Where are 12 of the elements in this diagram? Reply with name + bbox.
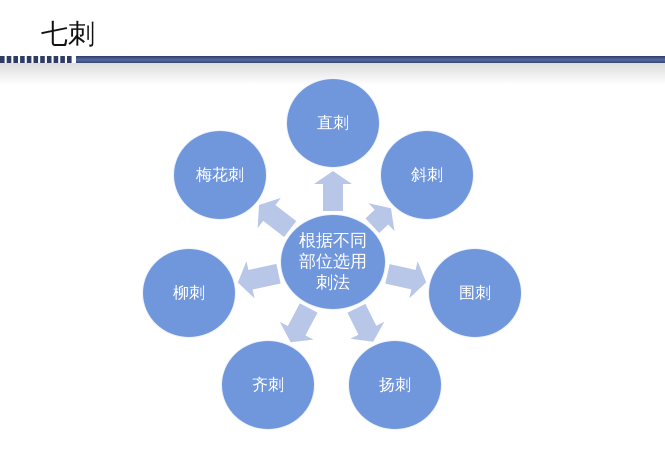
block-arrow: [314, 171, 352, 211]
node-label: 梅花刺: [196, 165, 244, 185]
block-arrow: [385, 261, 428, 298]
node-label: 斜刺: [411, 165, 443, 185]
node-label: 齐刺: [252, 375, 284, 395]
node-label: 围刺: [459, 283, 491, 303]
block-arrow: [236, 261, 281, 298]
node-label: 直刺: [317, 113, 349, 133]
slide-title: 七刺: [41, 18, 95, 52]
node-label: 根据不同部位选用刺法: [298, 230, 368, 294]
node-label: 柳刺: [173, 283, 205, 303]
node-label: 扬刺: [379, 375, 411, 395]
